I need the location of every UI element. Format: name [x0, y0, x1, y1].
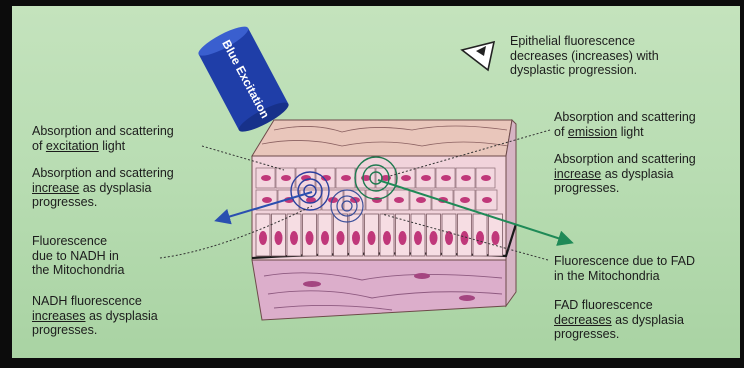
nadh-increase-label: NADH fluorescence increases as dysplasia… [32, 294, 158, 338]
fad-fluorescence-label: Fluorescence due to FAD in the Mitochond… [554, 254, 695, 283]
left-absorption-label: Absorption and scattering of excitation … [32, 124, 174, 153]
cell-nucleus [401, 175, 411, 181]
left-increase-line-3: progresses. [32, 195, 174, 210]
cell-nucleus [482, 197, 492, 203]
left-increase-line-1: Absorption and scattering [32, 166, 174, 181]
cell-nucleus [476, 231, 484, 245]
cell-nucleus [321, 231, 329, 245]
cell-nucleus [414, 231, 422, 245]
fad-dec-line-1: FAD fluorescence [554, 298, 684, 313]
cell-nucleus [430, 231, 438, 245]
cell-nucleus [441, 175, 451, 181]
cell-nucleus [290, 231, 298, 245]
cell-nucleus [383, 231, 391, 245]
right-increase-label: Absorption and scattering increase as dy… [554, 152, 696, 196]
cell-nucleus [461, 231, 469, 245]
eye-icon [462, 42, 494, 70]
cell-nucleus [399, 231, 407, 245]
nadh-line-3: the Mitochondria [32, 263, 124, 278]
note-line-2: decreases (increases) with [510, 49, 659, 64]
right-absorption-line-2: of emission light [554, 125, 696, 140]
nadh-line-1: Fluorescence [32, 234, 124, 249]
cell-nucleus [275, 231, 283, 245]
nadh-line-2: due to NADH in [32, 249, 124, 264]
right-absorption-label: Absorption and scattering of emission li… [554, 110, 696, 139]
nadh-inc-line-2: increases as dysplasia [32, 309, 158, 324]
cell-nucleus [368, 231, 376, 245]
cell-nucleus [259, 231, 267, 245]
left-increase-line-2: increase as dysplasia [32, 181, 174, 196]
fad-line-2: in the Mitochondria [554, 269, 695, 284]
nadh-inc-line-1: NADH fluorescence [32, 294, 158, 309]
right-absorption-line-1: Absorption and scattering [554, 110, 696, 125]
cell-nucleus [337, 231, 345, 245]
cell-nucleus [394, 197, 404, 203]
left-absorption-line-1: Absorption and scattering [32, 124, 174, 139]
fad-dec-line-3: progresses. [554, 327, 684, 342]
note-line-1: Epithelial fluorescence [510, 34, 659, 49]
note-text: Epithelial fluorescence decreases (incre… [510, 34, 659, 78]
cell-nucleus [261, 175, 271, 181]
cell-nucleus [262, 197, 272, 203]
cell-nucleus [460, 197, 470, 203]
right-increase-line-1: Absorption and scattering [554, 152, 696, 167]
cell-nucleus [461, 175, 471, 181]
cell-nucleus [492, 231, 500, 245]
fad-dec-line-2: decreases as dysplasia [554, 313, 684, 328]
diagram-panel: Blue Excitation [12, 6, 740, 358]
cell-nucleus [306, 231, 314, 245]
nadh-inc-line-3: progresses. [32, 323, 158, 338]
cell-nucleus [481, 175, 491, 181]
note-line-3: dysplastic progression. [510, 63, 659, 78]
left-increase-label: Absorption and scattering increase as dy… [32, 166, 174, 210]
excitation-cylinder: Blue Excitation [195, 22, 291, 137]
cell-nucleus [421, 175, 431, 181]
cell-nucleus [341, 175, 351, 181]
fad-decrease-label: FAD fluorescence decreases as dysplasia … [554, 298, 684, 342]
right-increase-line-3: progresses. [554, 181, 696, 196]
cell-nucleus [352, 231, 360, 245]
cell-nucleus [445, 231, 453, 245]
cell-nucleus [416, 197, 426, 203]
left-absorption-line-2: of excitation light [32, 139, 174, 154]
fad-line-1: Fluorescence due to FAD [554, 254, 695, 269]
nadh-fluorescence-label: Fluorescence due to NADH in the Mitochon… [32, 234, 124, 278]
cell-nucleus [281, 175, 291, 181]
right-increase-line-2: increase as dysplasia [554, 167, 696, 182]
